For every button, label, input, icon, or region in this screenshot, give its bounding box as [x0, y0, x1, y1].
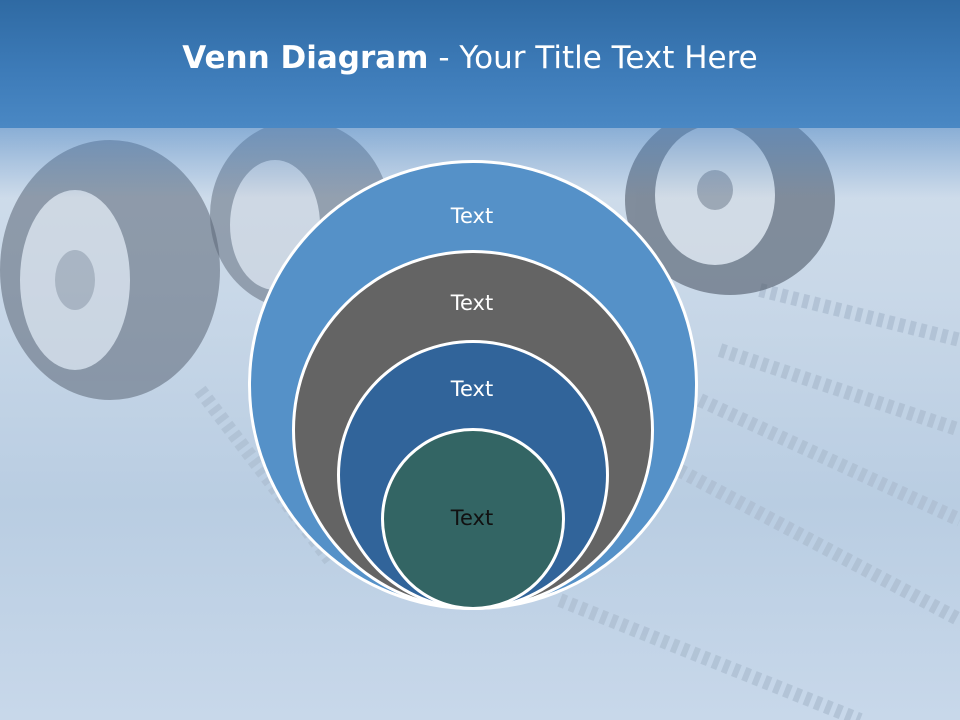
title-rest-text: - Your Title Text Here — [428, 40, 758, 76]
tire-left — [0, 140, 220, 400]
title-banner — [0, 0, 960, 128]
ring-third-label: Text — [450, 377, 494, 401]
ring-inner[interactable] — [381, 428, 565, 610]
ring-inner-label: Text — [450, 506, 494, 530]
ring-second-label: Text — [450, 291, 494, 315]
title-bold-text: Venn Diagram — [182, 40, 429, 76]
slide-title: Venn Diagram - Your Title Text Here — [0, 40, 940, 76]
ring-outer-label: Text — [450, 204, 494, 228]
